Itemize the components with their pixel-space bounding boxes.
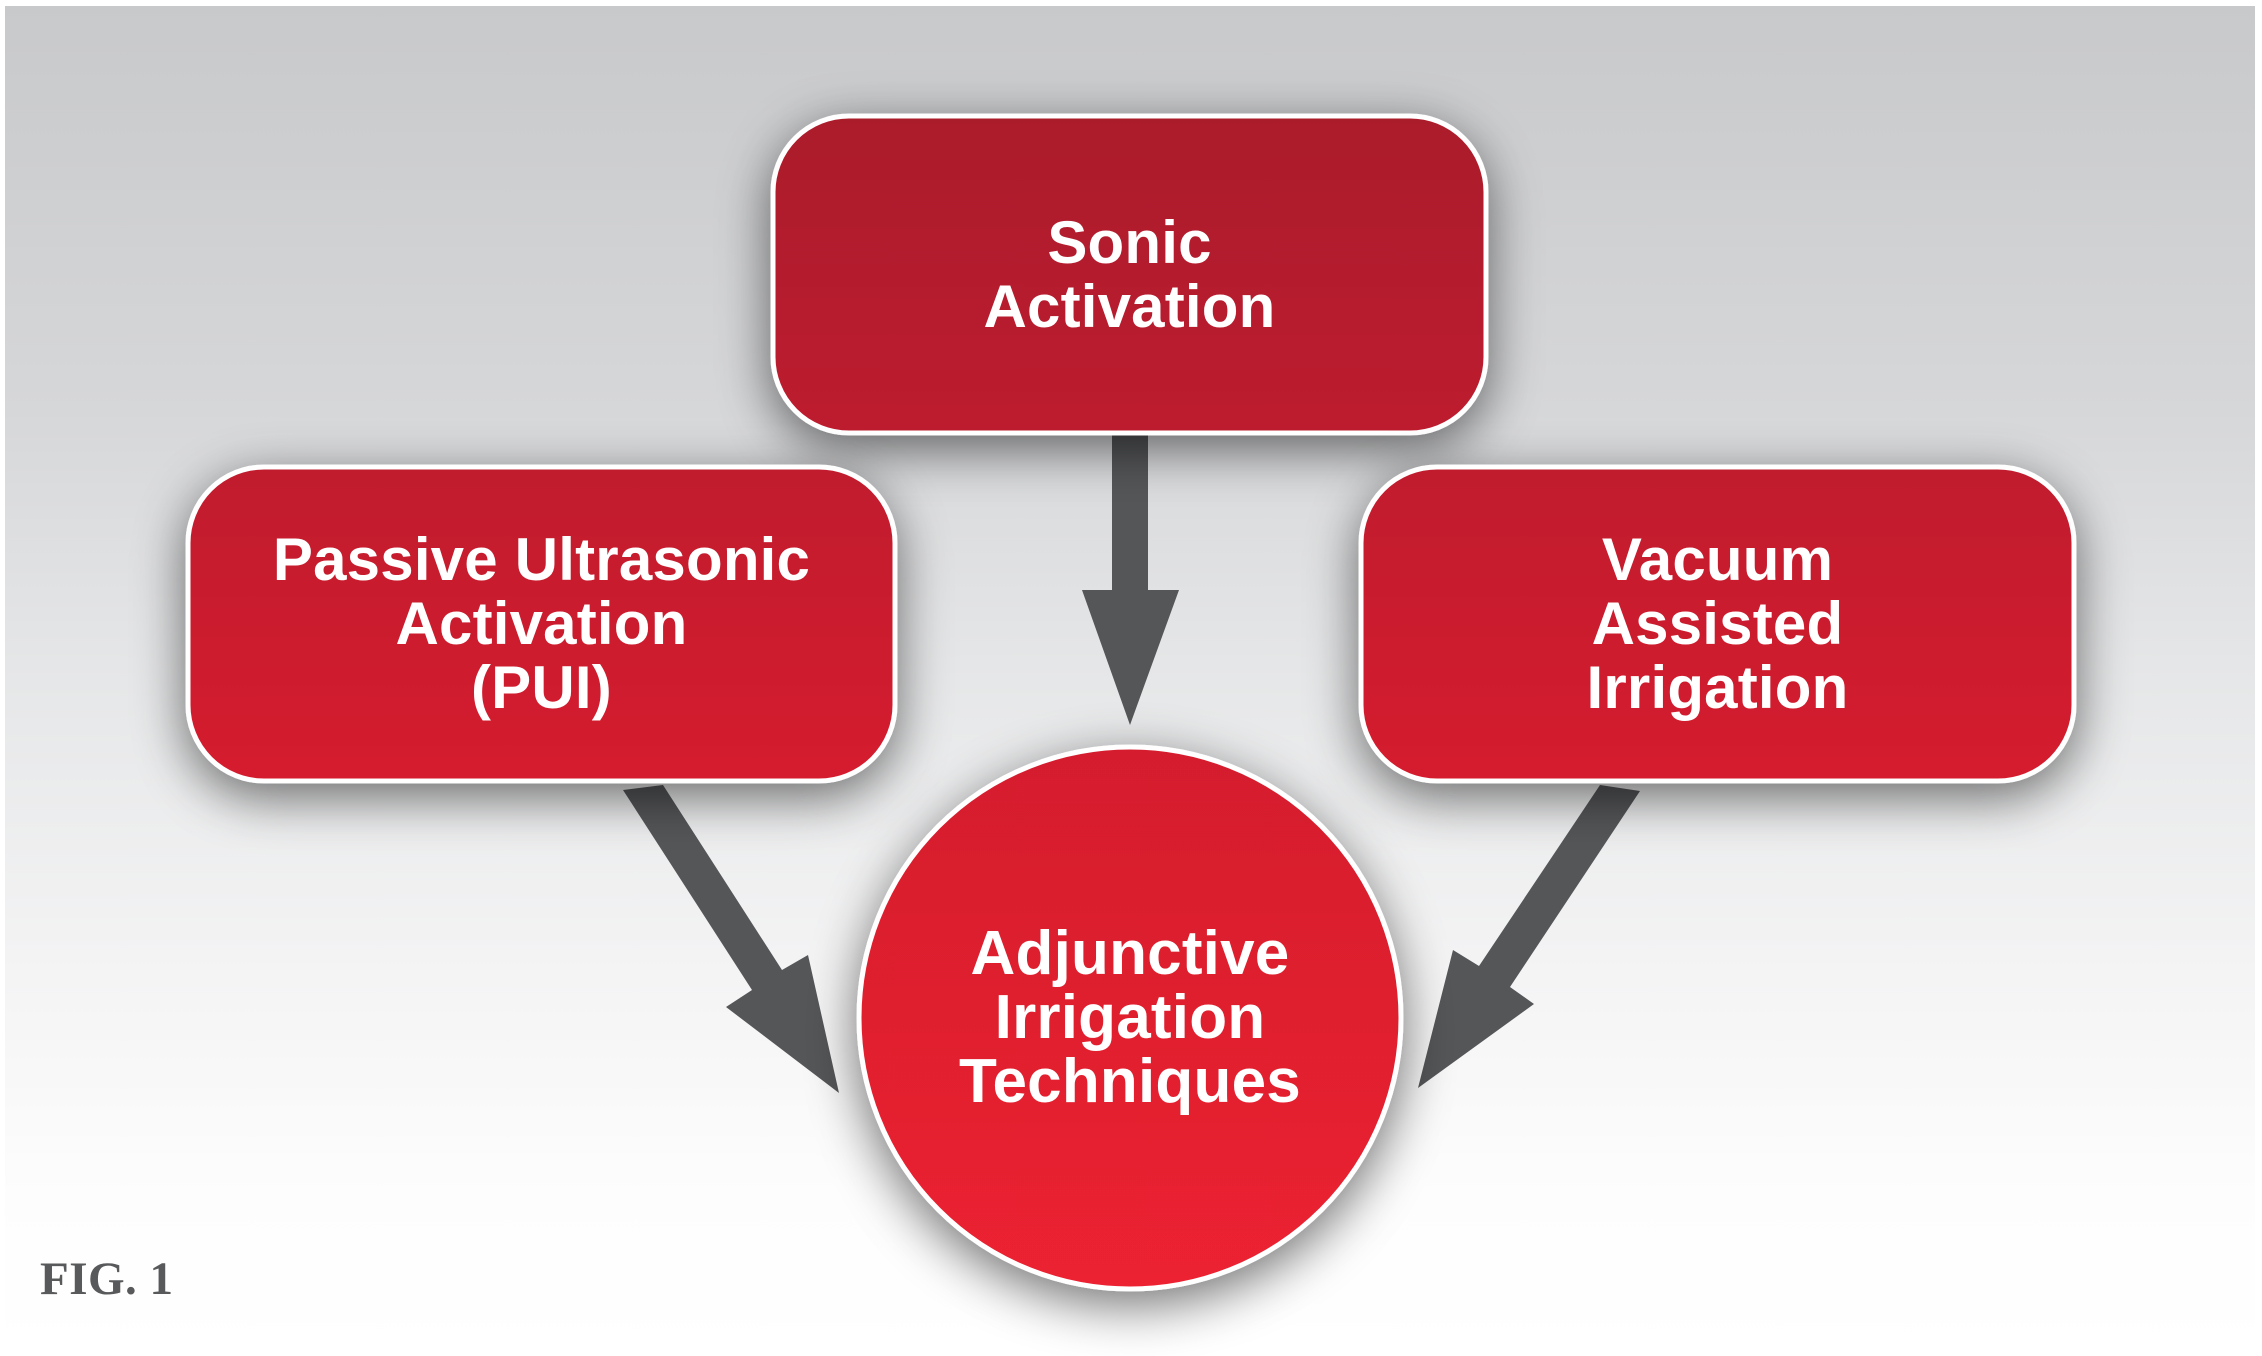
sonic-activation-label: Sonic Activation — [773, 116, 1486, 433]
vacuum-assisted-irrigation-box — [1358, 464, 2077, 784]
pui-label-line-3: (PUI) — [471, 654, 612, 721]
sonic-label-line-1: Sonic — [1047, 208, 1212, 276]
vacuum-label-line-1: Vacuum — [1601, 526, 1834, 593]
pui-label-line-1: Passive Ultrasonic — [272, 526, 811, 593]
sonic-activation-box — [770, 113, 1489, 436]
center-label-line-3: Techniques — [959, 1047, 1301, 1116]
vacuum-label-line-3: Irrigation — [1586, 654, 1849, 721]
pui-box — [185, 464, 898, 784]
center-label-line-2: Irrigation — [994, 983, 1266, 1052]
vacuum-label-line-2: Assisted — [1591, 590, 1844, 657]
pui-label-line-2: Activation — [395, 590, 688, 657]
arrow-pui-to-center — [623, 785, 839, 1093]
arrow-vacuum-to-center — [1418, 785, 1640, 1088]
adjunctive-irrigation-circle — [856, 744, 1404, 1292]
figure-label: FIG. 1 — [40, 1253, 174, 1305]
center-label-line-1: Adjunctive — [970, 919, 1290, 988]
sonic-label-line-2: Activation — [983, 272, 1276, 340]
vacuum-label: Vacuum Assisted Irrigation — [1361, 467, 2074, 781]
pui-label: Passive Ultrasonic Activation (PUI) — [188, 467, 895, 781]
arrow-sonic-to-center — [1082, 430, 1179, 725]
center-label: Adjunctive Irrigation Techniques — [859, 747, 1401, 1289]
